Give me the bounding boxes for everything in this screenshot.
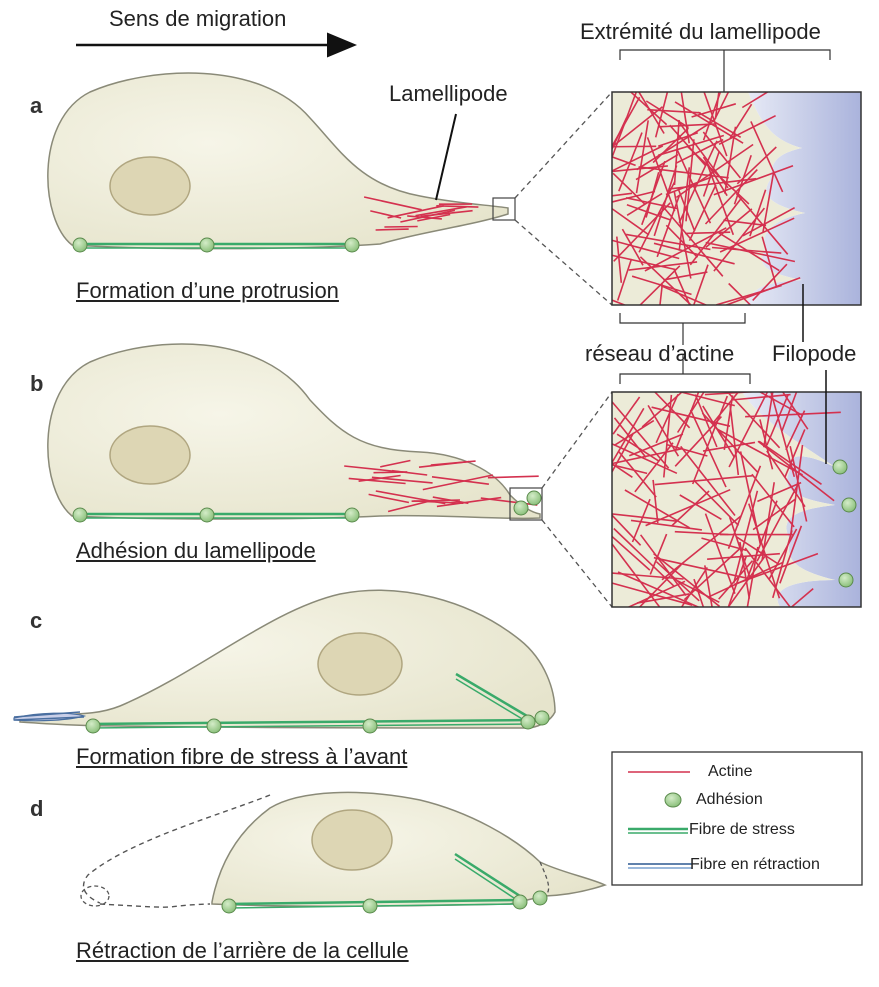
migration-direction-label: Sens de migration — [109, 8, 286, 30]
legend-item-retraction-fiber: Fibre en rétraction — [690, 857, 820, 873]
adhesion-dot — [73, 238, 87, 252]
panel-c-caption: Formation fibre de stress à l’avant — [76, 746, 407, 768]
adhesion-dot — [345, 508, 359, 522]
actin-filament — [586, 146, 656, 147]
panel-c-cell — [14, 590, 555, 733]
actin-network-label: réseau d’actine — [585, 343, 734, 365]
legend-item-stress-fiber: Fibre de stress — [689, 822, 795, 838]
panel-d-caption: Rétraction de l’arrière de la cellule — [76, 940, 409, 962]
panel-d-cell — [81, 792, 605, 913]
actin-filament — [384, 227, 417, 228]
adhesion-dot — [207, 719, 221, 733]
adhesion-dot — [73, 508, 87, 522]
adhesion-dot — [86, 719, 100, 733]
adhesion-dot — [513, 895, 527, 909]
panel-a-cell — [48, 73, 612, 305]
panel-letter-b: b — [30, 373, 43, 395]
panel-b-caption: Adhésion du lamellipode — [76, 540, 316, 562]
adhesion-dot — [363, 719, 377, 733]
panel-b-inset — [585, 350, 861, 638]
adhesion-dot — [521, 715, 535, 729]
panel-b-nucleus — [110, 426, 190, 484]
actin-filament — [488, 476, 539, 478]
adhesion-dot — [222, 899, 236, 913]
legend-item-adhesion: Adhésion — [696, 792, 763, 808]
actin-filament — [376, 229, 409, 230]
legend-item-actin: Actine — [708, 764, 752, 780]
filopod-label: Filopode — [772, 343, 856, 365]
adhesion-dot — [839, 573, 853, 587]
panel-letter-a: a — [30, 95, 42, 117]
adhesion-dot — [533, 891, 547, 905]
adhesion-dot — [363, 899, 377, 913]
panel-letter-c: c — [30, 610, 42, 632]
adhesion-dot — [833, 460, 847, 474]
panel-a-inset — [573, 50, 861, 345]
lamellipod-tip-label: Extrémité du lamellipode — [580, 21, 821, 43]
panel-b-cell — [48, 344, 612, 607]
adhesion-dot — [200, 508, 214, 522]
adhesion-dot-icon — [665, 793, 681, 807]
adhesion-dot — [345, 238, 359, 252]
panel-letter-d: d — [30, 798, 43, 820]
adhesion-dot — [200, 238, 214, 252]
adhesion-dot — [514, 501, 528, 515]
adhesion-dot — [842, 498, 856, 512]
adhesion-dot — [535, 711, 549, 725]
lamellipod-label: Lamellipode — [389, 83, 508, 105]
panel-d-nucleus — [312, 810, 392, 870]
adhesion-dot — [527, 491, 541, 505]
panel-a-caption: Formation d’une protrusion — [76, 280, 339, 302]
panel-a-nucleus — [110, 157, 190, 215]
panel-c-nucleus — [318, 633, 402, 695]
